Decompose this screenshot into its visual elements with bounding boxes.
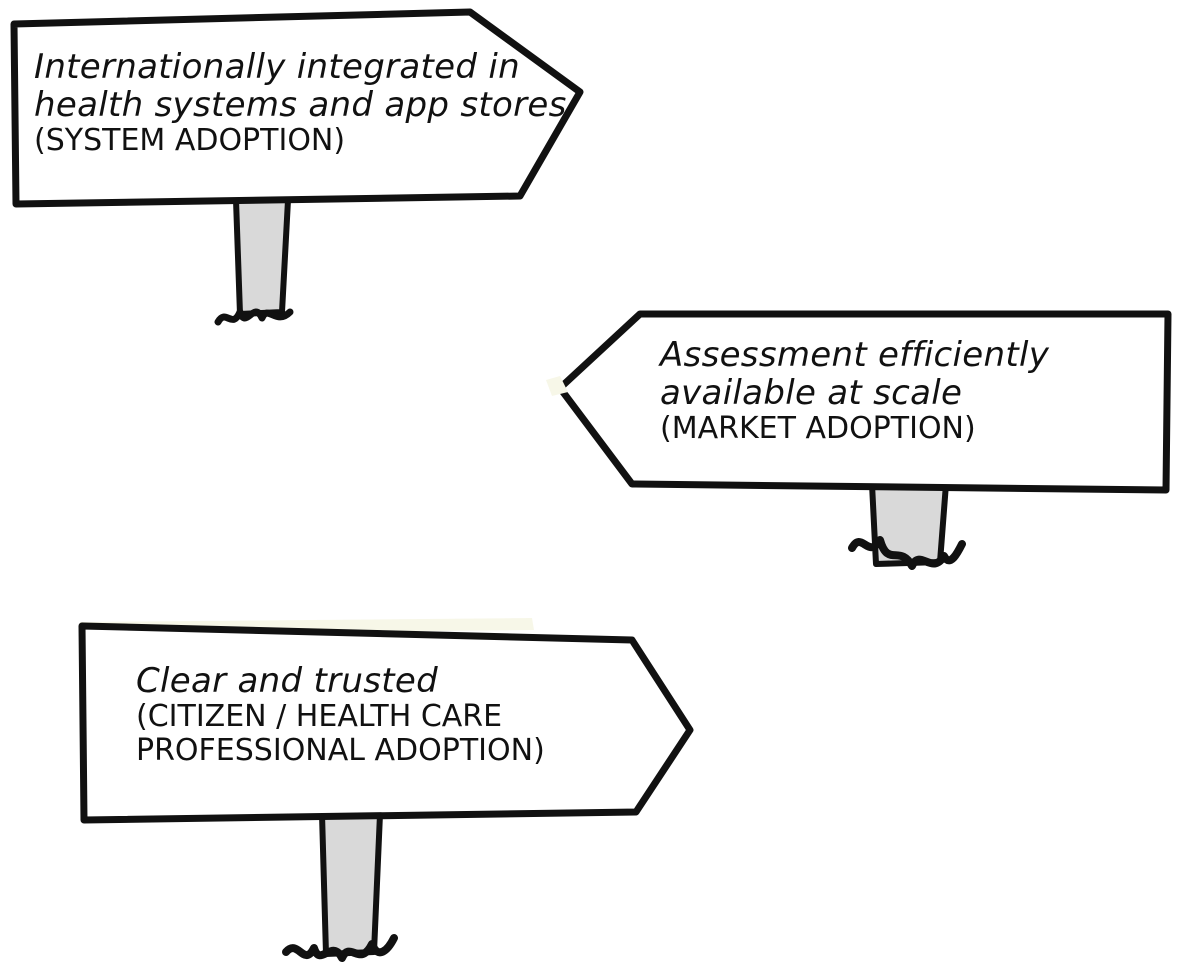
sign-line: PROFESSIONAL ADOPTION) <box>136 732 545 768</box>
sign-board <box>78 622 694 824</box>
sign-text-citizen-adoption: Clear and trusted (CITIZEN / HEALTH CARE… <box>136 662 545 767</box>
sign-text-system-adoption: Internationally integrated in health sys… <box>34 48 567 158</box>
grass-tuft <box>848 536 966 570</box>
paper-shadow <box>546 376 568 396</box>
sign-line: (CITIZEN / HEALTH CARE <box>136 699 503 735</box>
sign-line: (SYSTEM ADOPTION) <box>34 123 346 159</box>
sign-line: available at scale <box>660 373 963 414</box>
sign-line: Clear and trusted <box>136 661 439 701</box>
grass-tuft <box>282 934 398 962</box>
sign-line: Internationally integrated in <box>34 47 520 87</box>
signpost-market-adoption <box>546 310 1172 570</box>
sign-line: health systems and app stores <box>34 85 567 126</box>
signpost-system-adoption <box>10 8 584 326</box>
sign-line: (MARKET ADOPTION) <box>660 411 976 447</box>
sign-board <box>10 8 584 208</box>
signpost-post <box>319 811 383 957</box>
sign-text-market-adoption: Assessment efficiently available at scal… <box>660 336 1049 446</box>
sign-line: Assessment efficiently <box>660 335 1050 375</box>
sign-board <box>556 310 1172 494</box>
signpost-post <box>233 197 291 317</box>
signpost-citizen-adoption <box>78 618 694 962</box>
grass-tuft <box>214 308 294 326</box>
